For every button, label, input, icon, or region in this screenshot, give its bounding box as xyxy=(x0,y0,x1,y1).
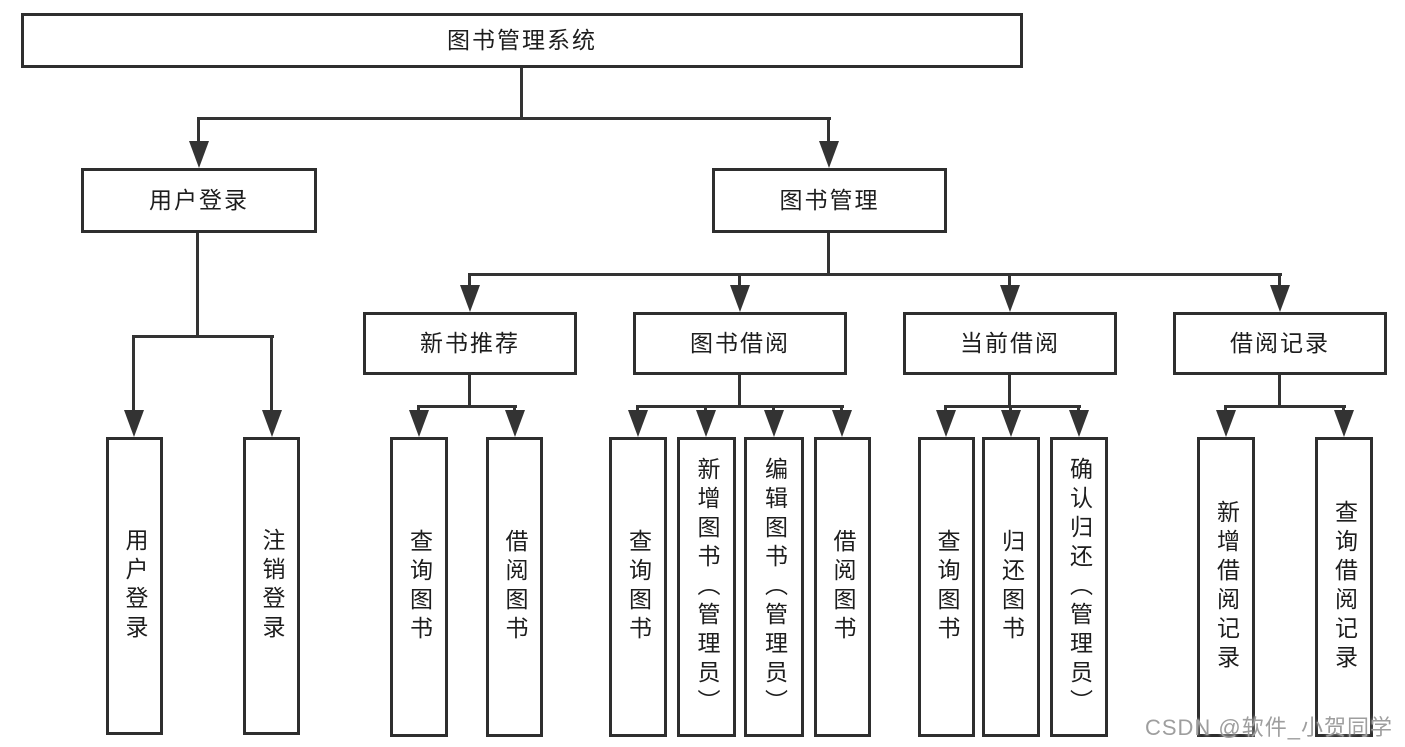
connector-drop-3-0 xyxy=(417,405,420,413)
connector-drop-5-0 xyxy=(944,405,947,413)
arrow-down-icon xyxy=(1069,410,1089,437)
connector-drop-6-1 xyxy=(1342,405,1345,413)
connector-bus-2 xyxy=(468,273,1282,276)
connector-drop-2-2 xyxy=(1008,273,1011,288)
connector-stub-3 xyxy=(468,375,471,408)
arrow-down-icon xyxy=(262,410,282,437)
watermark: CSDN @软件_小贺同学 xyxy=(1144,715,1393,740)
connector-stub-1 xyxy=(196,233,199,338)
node-add-books-admin: 新增图书（管理员） xyxy=(677,437,736,737)
node-query-books-2: 查询图书 xyxy=(609,437,667,737)
node-borrowing-records: 借阅记录 xyxy=(1173,312,1387,375)
node-user-login: 用户登录 xyxy=(106,437,163,735)
arrow-down-icon xyxy=(696,410,716,437)
node-current-borrowing: 当前借阅 xyxy=(903,312,1117,375)
node-borrow-books-1: 借阅图书 xyxy=(486,437,543,737)
connector-stub-4 xyxy=(738,375,741,408)
node-user-login-group: 用户登录 xyxy=(81,168,317,233)
arrow-down-icon xyxy=(832,410,852,437)
connector-drop-0-1 xyxy=(827,117,830,144)
node-book-borrowing: 图书借阅 xyxy=(633,312,847,375)
connector-drop-6-0 xyxy=(1224,405,1227,413)
arrow-down-icon xyxy=(730,285,750,312)
connector-drop-4-3 xyxy=(840,405,843,413)
node-return-books: 归还图书 xyxy=(982,437,1040,737)
node-new-book-recommend: 新书推荐 xyxy=(363,312,577,375)
connector-drop-0-0 xyxy=(197,117,200,144)
connector-bus-6 xyxy=(1224,405,1346,408)
node-book-management: 图书管理 xyxy=(712,168,947,233)
arrow-down-icon xyxy=(505,410,525,437)
node-query-borrow-record: 查询借阅记录 xyxy=(1315,437,1373,737)
connector-stub-2 xyxy=(827,233,830,276)
node-logout: 注销登录 xyxy=(243,437,300,735)
node-borrow-books-2: 借阅图书 xyxy=(814,437,871,737)
connector-drop-4-1 xyxy=(704,405,707,413)
connector-drop-4-0 xyxy=(636,405,639,413)
connector-drop-2-0 xyxy=(468,273,471,288)
connector-bus-5 xyxy=(944,405,1081,408)
arrow-down-icon xyxy=(1216,410,1236,437)
arrow-down-icon xyxy=(628,410,648,437)
node-query-books-3: 查询图书 xyxy=(918,437,975,737)
node-confirm-return-admin: 确认归还（管理员） xyxy=(1050,437,1108,737)
arrow-down-icon xyxy=(764,410,784,437)
arrow-down-icon xyxy=(124,410,144,437)
connector-bus-4 xyxy=(636,405,844,408)
connector-drop-5-1 xyxy=(1009,405,1012,413)
connector-drop-4-2 xyxy=(772,405,775,413)
connector-bus-0 xyxy=(197,117,831,120)
connector-drop-1-0 xyxy=(132,335,135,413)
node-edit-books-admin: 编辑图书（管理员） xyxy=(744,437,804,737)
connector-drop-1-1 xyxy=(270,335,273,413)
node-query-books-1: 查询图书 xyxy=(390,437,448,737)
connector-stub-0 xyxy=(520,68,523,120)
arrow-down-icon xyxy=(1001,410,1021,437)
arrow-down-icon xyxy=(1270,285,1290,312)
connector-drop-2-1 xyxy=(738,273,741,288)
connector-drop-3-1 xyxy=(513,405,516,413)
arrow-down-icon xyxy=(1334,410,1354,437)
connector-drop-5-2 xyxy=(1077,405,1080,413)
arrow-down-icon xyxy=(189,141,209,168)
arrow-down-icon xyxy=(1000,285,1020,312)
node-root: 图书管理系统 xyxy=(21,13,1023,68)
connector-drop-2-3 xyxy=(1278,273,1281,288)
connector-stub-6 xyxy=(1278,375,1281,408)
connector-bus-1 xyxy=(132,335,274,338)
node-add-borrow-record: 新增借阅记录 xyxy=(1197,437,1255,737)
connector-bus-3 xyxy=(417,405,517,408)
arrow-down-icon xyxy=(936,410,956,437)
arrow-down-icon xyxy=(819,141,839,168)
connector-stub-5 xyxy=(1008,375,1011,408)
arrow-down-icon xyxy=(409,410,429,437)
arrow-down-icon xyxy=(460,285,480,312)
